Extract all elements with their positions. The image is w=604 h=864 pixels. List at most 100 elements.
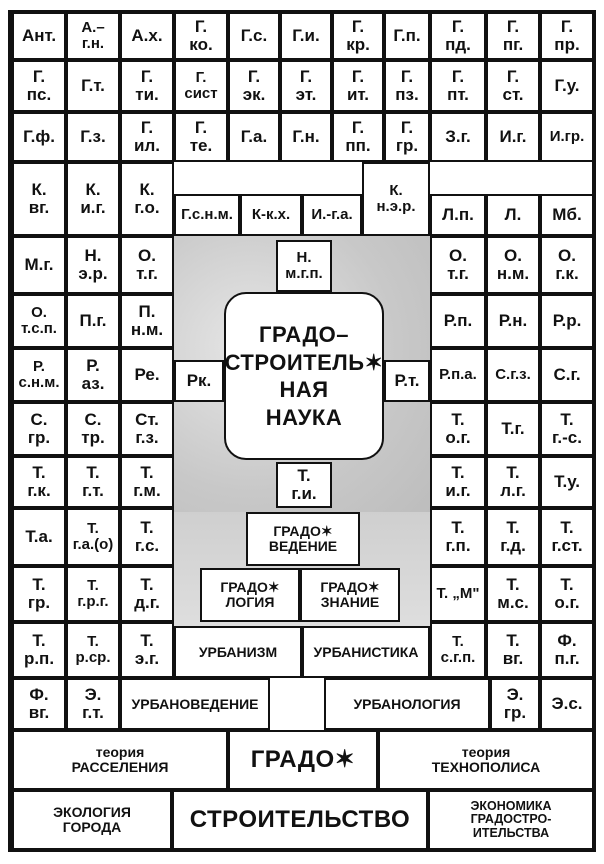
cell-r3c6: Г.н. xyxy=(280,112,332,162)
cell-r4c8: Л.п. xyxy=(430,194,486,236)
cell-r2c1: Г. пс. xyxy=(12,60,66,112)
cell-r10c7: Т. г.ст. xyxy=(540,508,594,566)
cell-b2: ГРАДО✶ xyxy=(228,730,378,790)
cell-r3c7: Г. пп. xyxy=(332,112,384,162)
cell-r4c9: Л. xyxy=(486,194,540,236)
cell-r11c2: Т. г.р.г. xyxy=(66,566,120,622)
cell-b3: теория ТЕХНОПОЛИСА xyxy=(378,730,594,790)
center-title: ГРАДО– СТРОИТЕЛЬ✶ НАЯ НАУКА xyxy=(224,292,384,460)
cell-r12c8: Ф. п.г. xyxy=(540,622,594,678)
cell-r10c3: Т. г.с. xyxy=(120,508,174,566)
cell-r3c8: Г. гр. xyxy=(384,112,430,162)
cell-r1c8: Г.п. xyxy=(384,12,430,60)
cell-r1c9: Г. пд. xyxy=(430,12,486,60)
cell-r8c1: С. гр. xyxy=(12,402,66,456)
cell-r6c5: Р.н. xyxy=(486,294,540,348)
cell-r1c4: Г. ко. xyxy=(174,12,228,60)
cell-r12c7: Т. вг. xyxy=(486,622,540,678)
cell-r7c7: С.г.з. xyxy=(486,348,540,402)
cell-r6c2: П.г. xyxy=(66,294,120,348)
cell-r11c8: Т. о.г. xyxy=(540,566,594,622)
cell-r11c5: ГРАДО✶ ЗНАНИЕ xyxy=(300,568,400,622)
cell-r4c2: К. и.г. xyxy=(66,162,120,236)
cell-r11c3: Т. д.г. xyxy=(120,566,174,622)
cell-r7c4: Рк. xyxy=(174,360,224,402)
cell-r12c1: Т. р.п. xyxy=(12,622,66,678)
cell-r4c4: Г.с.н.м. xyxy=(174,194,240,236)
cell-r2c5: Г. эк. xyxy=(228,60,280,112)
cell-r12c5: УРБАНИСТИКА xyxy=(302,626,430,678)
cell-r10c5: Т. г.п. xyxy=(430,508,486,566)
cell-r4c10: Мб. xyxy=(540,194,594,236)
cell-r1c5: Г.с. xyxy=(228,12,280,60)
cell-r5c7: О. г.к. xyxy=(540,236,594,294)
cell-b6: ЭКОНОМИКА ГРАДОСТРО- ИТЕЛЬСТВА xyxy=(428,790,594,850)
cell-r9c2: Т. г.т. xyxy=(66,456,120,508)
cell-r10c4: ГРАДО✶ ВЕДЕНИЕ xyxy=(246,512,360,566)
cell-r3c9: З.г. xyxy=(430,112,486,162)
cell-r1c10: Г. пг. xyxy=(486,12,540,60)
cell-r5c6: О. н.м. xyxy=(486,236,540,294)
cell-r8c2: С. тр. xyxy=(66,402,120,456)
cell-r8c6: Т. г.-с. xyxy=(540,402,594,456)
cell-r9c6: Т. л.г. xyxy=(486,456,540,508)
cell-r10c6: Т. г.д. xyxy=(486,508,540,566)
cell-r4c1: К. вг. xyxy=(12,162,66,236)
cell-r3c5: Г.а. xyxy=(228,112,280,162)
cell-r7c1: Р. с.н.м. xyxy=(12,348,66,402)
cell-r4c7: К. н.э.р. xyxy=(362,162,430,236)
cell-r4c3: К. г.о. xyxy=(120,162,174,236)
cell-r6c6: Р.р. xyxy=(540,294,594,348)
cell-r5c2: Н. э.р. xyxy=(66,236,120,294)
cell-r5c4: Н. м.г.п. xyxy=(276,240,332,292)
cell-r9c4: Т. г.и. xyxy=(276,462,332,508)
cell-r5c3: О. т.г. xyxy=(120,236,174,294)
cell-r9c5: Т. и.г. xyxy=(430,456,486,508)
cell-r5c5: О. т.г. xyxy=(430,236,486,294)
cell-r11c7: Т. м.с. xyxy=(486,566,540,622)
cell-b5: СТРОИТЕЛЬСТВО xyxy=(172,790,428,850)
cell-r7c5: Р.т. xyxy=(384,360,430,402)
cell-r1c6: Г.и. xyxy=(280,12,332,60)
cell-r7c6: Р.п.а. xyxy=(430,348,486,402)
cell-r1c7: Г. кр. xyxy=(332,12,384,60)
cell-r10c1: Т.а. xyxy=(12,508,66,566)
cell-r11c6: Т. „М" xyxy=(430,566,486,622)
cell-r12c4: УРБАНИЗМ xyxy=(174,626,302,678)
cell-r10c2: Т. г.а.(о) xyxy=(66,508,120,566)
cell-r1c1: Ант. xyxy=(12,12,66,60)
cell-r2c2: Г.т. xyxy=(66,60,120,112)
cell-r8c3: Ст. г.з. xyxy=(120,402,174,456)
cell-r13c1: Ф. вг. xyxy=(12,678,66,730)
cell-r9c3: Т. г.м. xyxy=(120,456,174,508)
cell-r12c6: Т. с.г.п. xyxy=(430,622,486,678)
cell-r2c8: Г. пз. xyxy=(384,60,430,112)
cell-r4c6: И.-г.а. xyxy=(302,194,362,236)
cell-r4c5: К-к.х. xyxy=(240,194,302,236)
cell-r12c2: Т. р.ср. xyxy=(66,622,120,678)
cell-r3c3: Г. ил. xyxy=(120,112,174,162)
cell-r2c9: Г. пт. xyxy=(430,60,486,112)
cell-r9c1: Т. г.к. xyxy=(12,456,66,508)
cell-r13c2: Э. г.т. xyxy=(66,678,120,730)
cell-r9c7: Т.у. xyxy=(540,456,594,508)
cell-r3c10: И.г. xyxy=(486,112,540,162)
cell-b1: теория РАССЕЛЕНИЯ xyxy=(12,730,228,790)
cell-r12c3: Т. э.г. xyxy=(120,622,174,678)
cell-r7c8: С.г. xyxy=(540,348,594,402)
cell-r2c11: Г.у. xyxy=(540,60,594,112)
cell-r1c3: А.х. xyxy=(120,12,174,60)
cell-r2c3: Г. ти. xyxy=(120,60,174,112)
cell-r6c4: Р.п. xyxy=(430,294,486,348)
cell-r6c1: О. т.с.п. xyxy=(12,294,66,348)
cell-r13c6: Э.с. xyxy=(540,678,594,730)
cell-r5c1: М.г. xyxy=(12,236,66,294)
cell-r13c3: УРБАНОВЕДЕНИЕ xyxy=(120,678,270,730)
cell-r13c5: Э. гр. xyxy=(490,678,540,730)
cell-r11c1: Т. гр. xyxy=(12,566,66,622)
cell-r6c3: П. н.м. xyxy=(120,294,174,348)
cell-r7c3: Ре. xyxy=(120,348,174,402)
cell-r3c4: Г. те. xyxy=(174,112,228,162)
cell-r3c1: Г.ф. xyxy=(12,112,66,162)
